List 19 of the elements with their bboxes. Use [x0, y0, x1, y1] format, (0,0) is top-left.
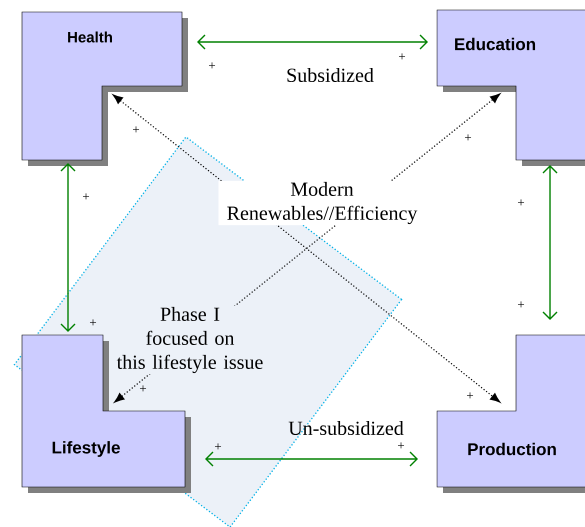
arrow [197, 34, 428, 50]
edge-label: Subsidized [287, 68, 374, 82]
sign-label: + [518, 199, 524, 206]
sign-label: + [464, 134, 472, 140]
arrow [60, 163, 76, 332]
sign-label: + [398, 53, 406, 60]
edge-label: Un-subsidized [288, 420, 404, 436]
sign-label: + [82, 193, 90, 200]
sign-label: + [132, 126, 140, 132]
arrow [542, 165, 558, 320]
sign-label: + [466, 392, 474, 398]
sign-label: + [518, 301, 524, 308]
sign-label: + [140, 385, 146, 392]
arrow [205, 452, 418, 466]
note-label: Phase I focused on this lifestyle issue [114, 306, 266, 374]
sign-label: + [214, 443, 222, 450]
sign-label: + [208, 62, 216, 68]
note-label: Modern Renewables//Efficiency [218, 180, 426, 226]
sign-label: + [398, 442, 404, 448]
